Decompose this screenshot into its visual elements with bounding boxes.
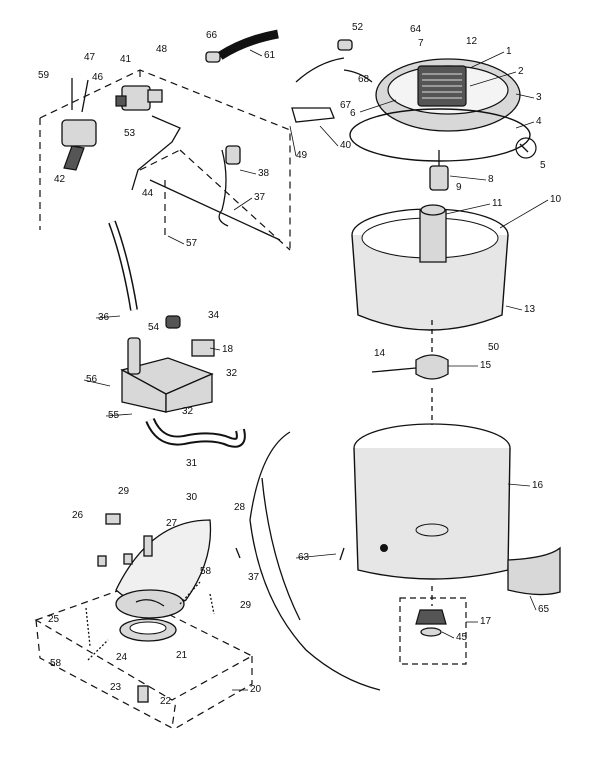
callout-50: 50 (488, 342, 500, 353)
callout-37b: 37 (248, 572, 260, 583)
callout-16: 16 (532, 480, 544, 491)
tub-cover-ring (375, 58, 521, 132)
callout-27: 27 (166, 518, 178, 529)
callout-66: 66 (206, 30, 218, 41)
transmission-pulley (119, 618, 177, 642)
callout-5: 5 (540, 160, 546, 171)
callout-11: 11 (492, 198, 503, 209)
callout-24: 24 (116, 652, 128, 663)
agitator-cap (429, 150, 449, 191)
callout-68: 68 (358, 74, 370, 85)
callout-54: 54 (148, 322, 160, 333)
outer-tub (353, 388, 511, 580)
valve-tube (131, 115, 181, 191)
callout-23: 23 (110, 682, 122, 693)
water-valve (115, 85, 163, 111)
seal-kit-box (399, 586, 467, 665)
callout-44: 44 (142, 188, 154, 199)
suspension-springs (85, 581, 215, 661)
callout-67: 67 (340, 100, 352, 111)
callout-6: 6 (350, 108, 356, 119)
callout-22: 22 (160, 696, 172, 707)
callout-52: 52 (352, 22, 364, 33)
callout-26: 26 (72, 510, 84, 521)
callout-64: 64 (410, 24, 422, 35)
drain-hose-guide (291, 39, 373, 123)
callout-65: 65 (538, 604, 550, 615)
callout-8: 8 (488, 174, 494, 185)
callout-14: 14 (374, 348, 386, 359)
hose-clamp-assembly (218, 145, 241, 227)
callout-labels: 1 2 3 4 5 6 7 8 9 10 11 12 13 14 15 16 1… (38, 22, 562, 707)
callout-13: 13 (524, 304, 536, 315)
callout-42: 42 (54, 174, 66, 185)
callout-21: 21 (176, 650, 188, 661)
callout-58a: 58 (200, 566, 212, 577)
callout-12: 12 (466, 36, 478, 47)
callout-2: 2 (518, 66, 524, 77)
callout-17: 17 (480, 616, 492, 627)
tub-shield (507, 546, 561, 596)
callout-32a: 32 (226, 368, 238, 379)
callout-37a: 37 (254, 192, 266, 203)
pump (120, 315, 215, 413)
callout-29a: 29 (118, 486, 130, 497)
callout-40: 40 (340, 140, 352, 151)
callout-61: 61 (264, 50, 276, 61)
basket-drive-hub (371, 320, 449, 380)
callout-9: 9 (456, 182, 462, 193)
callout-28: 28 (234, 502, 246, 513)
callout-58b: 58 (50, 658, 62, 669)
tub-hose (339, 547, 345, 561)
inlet-hose (205, 29, 279, 63)
base-frame (34, 589, 254, 729)
callout-20: 20 (250, 684, 262, 695)
callout-31: 31 (186, 458, 198, 469)
callout-53: 53 (124, 128, 136, 139)
callout-4: 4 (536, 116, 542, 127)
spin-basket (351, 204, 509, 331)
callout-59: 59 (38, 70, 50, 81)
pressure-switch (61, 78, 97, 171)
callout-leaders (83, 49, 549, 691)
callout-46: 46 (92, 72, 104, 83)
callout-29b: 29 (240, 600, 252, 611)
callout-25: 25 (48, 614, 60, 625)
callout-18: 18 (222, 344, 234, 355)
callout-47: 47 (84, 52, 96, 63)
callout-30: 30 (186, 492, 198, 503)
valve-bracket-assembly (39, 69, 291, 251)
brackets (97, 513, 241, 703)
callout-56: 56 (86, 374, 98, 385)
callout-45: 45 (456, 632, 468, 643)
transmission-dome (115, 519, 212, 619)
callout-34: 34 (208, 310, 220, 321)
tub-cover-clip (515, 137, 537, 159)
callout-10: 10 (550, 194, 562, 205)
callout-41: 41 (120, 54, 132, 65)
callout-15: 15 (480, 360, 492, 371)
drain-hose (145, 417, 246, 448)
fill-tube (108, 220, 138, 311)
cabinet-edge-line (249, 431, 381, 691)
callout-32b: 32 (182, 406, 194, 417)
callout-57: 57 (186, 238, 198, 249)
tub-cover-gasket (349, 108, 531, 162)
callout-49: 49 (296, 150, 308, 161)
callout-1: 1 (506, 46, 512, 57)
callout-38: 38 (258, 168, 270, 179)
callout-48: 48 (156, 44, 168, 55)
callout-3: 3 (536, 92, 542, 103)
callout-7: 7 (418, 38, 424, 49)
